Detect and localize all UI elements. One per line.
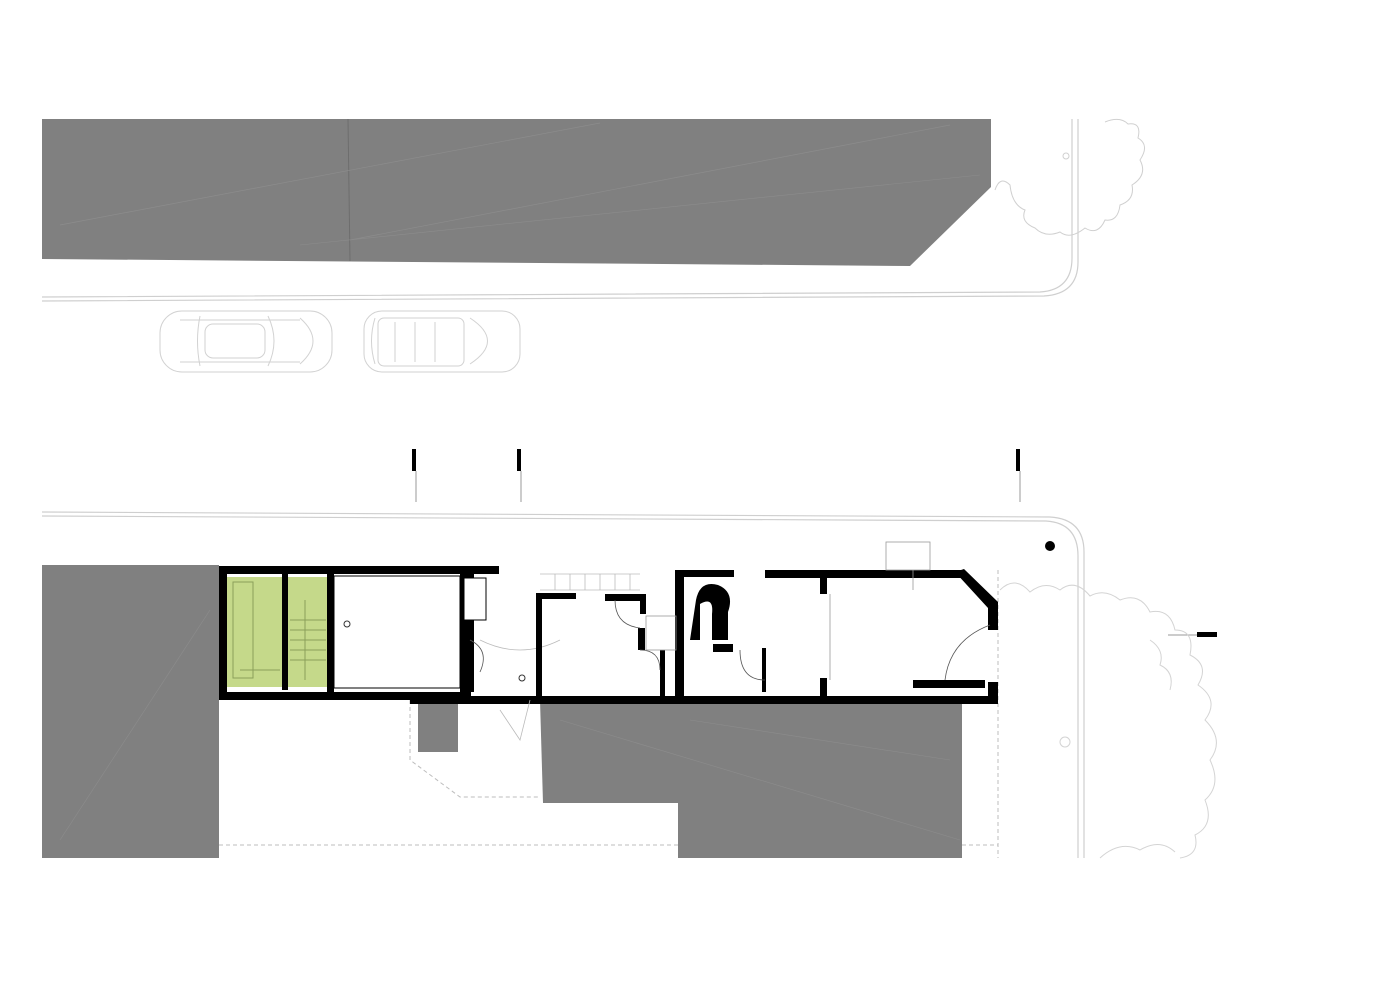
highlight-area (227, 577, 332, 687)
north-marker-icon (1168, 632, 1217, 637)
opposite-building-block (42, 118, 991, 266)
section-marker-icon (1016, 449, 1021, 502)
section-marker-icon (517, 449, 522, 502)
lower-curb-lines (41, 511, 1085, 858)
tree-canopy-icon (999, 582, 1217, 859)
building-floor-plan (219, 541, 998, 741)
neighbour-building-right (540, 700, 962, 858)
car-icon (159, 310, 333, 373)
section-marker-icon (412, 449, 417, 502)
tree-canopy-icon (994, 118, 1145, 236)
small-outbuilding (418, 700, 458, 752)
bollard-icon (1045, 541, 1055, 551)
car-icon (363, 310, 521, 373)
neighbour-building-left (42, 565, 219, 858)
upper-curb-lines (41, 119, 1079, 302)
rear-yard-boundary (219, 570, 999, 858)
